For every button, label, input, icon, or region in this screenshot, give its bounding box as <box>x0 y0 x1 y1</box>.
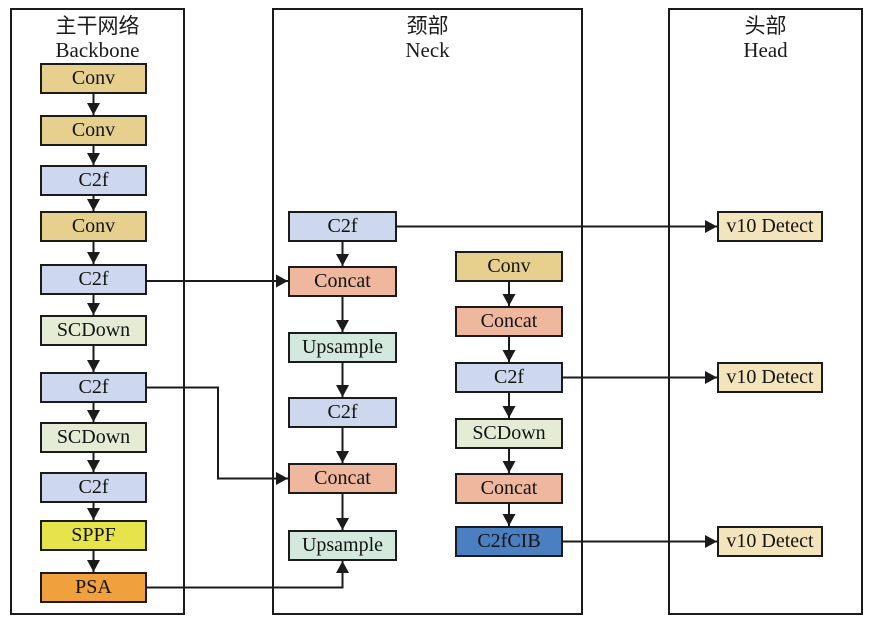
node-backbone-c2f-2: C2f <box>40 264 147 295</box>
node-neck-c2f-3: C2f <box>455 362 563 393</box>
node-backbone-conv-3: Conv <box>40 211 147 242</box>
node-backbone-c2f-4: C2f <box>40 472 147 503</box>
section-title-en: Head <box>743 38 788 62</box>
node-neck-scdown: SCDown <box>455 418 563 449</box>
node-head-detect-1: v10 Detect <box>717 211 823 242</box>
node-backbone-scdown-2: SCDown <box>40 422 147 453</box>
section-title-en: Neck <box>405 38 450 62</box>
section-title-zh: 主干网络 <box>55 14 140 38</box>
node-neck-concat-2: Concat <box>288 463 397 494</box>
section-title-en: Backbone <box>55 38 140 62</box>
node-neck-c2f-1: C2f <box>288 211 397 242</box>
node-neck-c2fcib: C2fCIB <box>455 526 563 557</box>
node-head-detect-3: v10 Detect <box>717 526 823 557</box>
node-backbone-scdown-1: SCDown <box>40 315 147 346</box>
node-neck-concat-4: Concat <box>455 473 563 504</box>
node-backbone-conv-2: Conv <box>40 115 147 146</box>
node-neck-upsample-2: Upsample <box>288 530 397 561</box>
node-head-detect-2: v10 Detect <box>717 362 823 393</box>
node-backbone-psa: PSA <box>40 572 147 603</box>
section-title-zh: 颈部 <box>406 14 449 38</box>
section-title-zh: 头部 <box>744 14 787 38</box>
node-neck-c2f-2: C2f <box>288 397 397 428</box>
node-neck-concat-3: Concat <box>455 306 563 337</box>
node-neck-conv: Conv <box>455 251 563 282</box>
node-backbone-sppf: SPPF <box>40 520 147 551</box>
node-backbone-c2f-1: C2f <box>40 165 147 196</box>
node-backbone-c2f-3: C2f <box>40 372 147 403</box>
node-neck-concat-1: Concat <box>288 266 397 297</box>
node-neck-upsample-1: Upsample <box>288 332 397 363</box>
node-backbone-conv-1: Conv <box>40 63 147 94</box>
